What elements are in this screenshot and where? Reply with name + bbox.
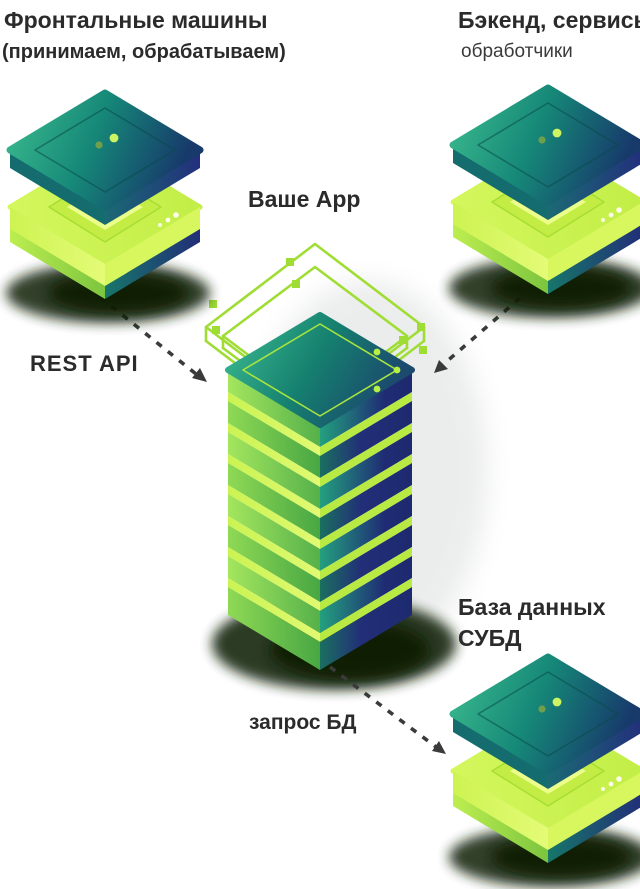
db-query-connection-label: запрос БД [249, 711, 357, 734]
connector-arrowheads [192, 360, 448, 754]
front-servers-title: Фронтальные машины [4, 7, 268, 33]
app-label: Ваше App [248, 186, 361, 212]
database-label: База данных СУБД [458, 592, 606, 654]
front-servers-subtitle: (принимаем, обрабатываем) [2, 41, 286, 63]
server-box-icon-backend [449, 88, 640, 318]
arrowhead-icon [432, 741, 446, 754]
app-stack-icon [212, 312, 456, 690]
backend-subtitle: обработчики [461, 41, 573, 62]
arrowhead-icon [434, 360, 448, 373]
server-box-icon-database [449, 657, 640, 887]
backend-title: Бэкенд, сервисы [458, 7, 640, 33]
database-title: База данных [458, 594, 606, 620]
rest-api-connection-label: REST API [30, 351, 139, 376]
database-subtitle: СУБД [458, 625, 522, 652]
arrowhead-icon [192, 368, 207, 382]
server-box-icon-front [6, 93, 210, 323]
